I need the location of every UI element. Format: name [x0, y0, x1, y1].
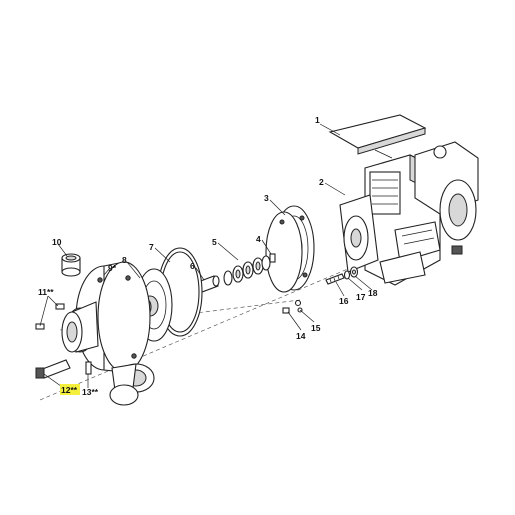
- part-3-flange[interactable]: [265, 205, 315, 293]
- part-13-plug[interactable]: [85, 361, 92, 375]
- part-18-nut[interactable]: [349, 266, 359, 278]
- part-14-bolt[interactable]: [282, 307, 290, 314]
- centre-axis: [39, 267, 351, 401]
- callout-17: 17: [356, 292, 366, 302]
- part-10-cap[interactable]: [61, 253, 81, 277]
- callout-1: 1: [315, 115, 320, 125]
- callout-10: 10: [52, 237, 62, 247]
- callout-4: 4: [256, 234, 261, 244]
- callout-2: 2: [319, 177, 324, 187]
- callout-8: 8: [122, 255, 127, 265]
- callout-6: 6: [190, 261, 195, 271]
- callout-5: 5: [212, 237, 217, 247]
- part-16-stud[interactable]: [325, 273, 345, 285]
- part-4-pin[interactable]: [269, 253, 276, 263]
- callout-9: 9*: [108, 263, 117, 273]
- part-15-washer[interactable]: [294, 299, 303, 313]
- part-17-washer[interactable]: [343, 270, 351, 280]
- part-12-drain-plug[interactable]: [35, 359, 71, 379]
- callout-14: 14: [296, 331, 306, 341]
- part-9-pump-housing[interactable]: [61, 261, 155, 406]
- part-1-cover-plate[interactable]: [328, 114, 427, 159]
- callout-15: 15: [311, 323, 321, 333]
- callout-12: 12**: [61, 385, 78, 395]
- callout-18: 18: [368, 288, 378, 298]
- callout-13: 13**: [82, 387, 99, 397]
- part-6-sleeve[interactable]: [197, 275, 220, 293]
- callout-7: 7: [149, 242, 154, 252]
- leader-lines: [39, 123, 373, 390]
- callout-12-highlight: [60, 384, 80, 395]
- callout-3: 3: [264, 193, 269, 203]
- callout-16: 16: [339, 296, 349, 306]
- part-11-fittings[interactable]: [35, 303, 65, 330]
- callout-11: 11**: [38, 287, 54, 297]
- part-5-seal-rings[interactable]: [223, 255, 271, 286]
- part-2-engine[interactable]: [339, 141, 479, 286]
